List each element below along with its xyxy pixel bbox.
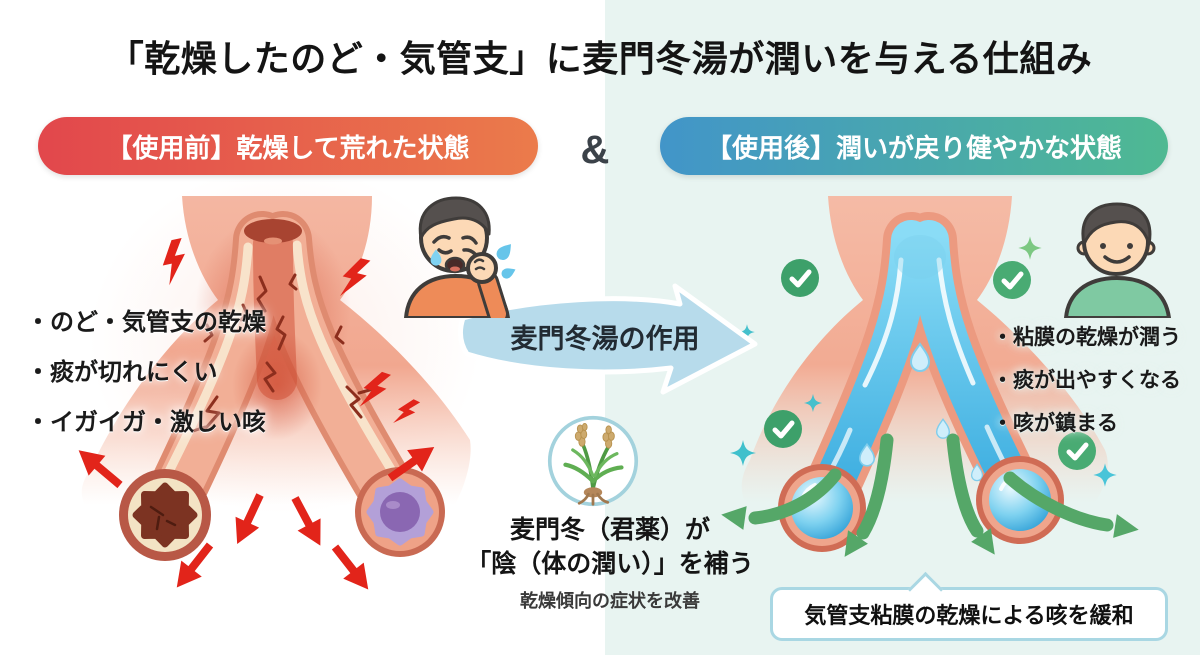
bronchus-cross-section-inflamed [355,467,445,557]
before-symptom-list: ・のど・気管支の乾燥 ・痰が切れにくい ・イガイガ・激しい咳 [26,298,266,448]
roots [577,487,610,506]
dry-bronchi-tubes [136,211,429,544]
dryness-cracks [191,273,375,433]
check-circle-icon [764,259,1096,470]
relief-callout-label: 気管支粘膜の乾燥による咳を緩和 [804,603,1134,628]
page-title: 「乾燥したのど・気管支」に麦門冬湯が潤いを与える仕組み [107,38,1093,79]
benefit-item: ・粘膜の乾燥が潤う [992,326,1181,349]
relief-callout: 気管支粘膜の乾燥による咳を緩和 [770,571,1168,641]
before-banner-label: 【使用前】乾燥して荒れた状態 [106,132,470,163]
bronchus-cross-section-moist-right [976,456,1064,544]
after-benefit-list: ・粘膜の乾燥が潤う ・痰が出やすくなる ・咳が鎮まる [992,316,1181,445]
soothing-arrows [748,433,1114,540]
cough-droplets-icon [496,244,516,279]
coughing-person-icon [404,196,516,318]
dry-throat-illustration [78,196,471,590]
bronchus-cross-section-moist-left [778,464,866,552]
moist-bronchi-tubes [794,212,1048,536]
mechanism-note: 乾燥傾向の症状を改善 [520,591,700,611]
after-banner-label: 【使用後】潤いが戻り健やかな状態 [705,132,1122,163]
lightning-icon [162,237,421,424]
bronchus-cross-section-dry [119,469,211,561]
before-banner: 【使用前】乾燥して荒れた状態 [38,117,538,175]
mechanism-line1: 麦門冬（君薬）が [509,516,710,544]
after-banner: 【使用後】潤いが戻り健やかな状態 [660,117,1168,175]
bakumondo-plant-icon [547,415,639,507]
action-arrow [457,283,758,395]
benefit-item: ・咳が鎮まる [992,412,1118,435]
water-droplet-icon [858,342,984,482]
mechanism-caption: 麦門冬（君薬）が 「陰（体の潤い）」を補う 乾燥傾向の症状を改善 [445,513,775,613]
soothing-arrowheads [721,506,1139,557]
moist-throat-illustration [721,196,1139,618]
irritation-arrows [78,447,435,590]
action-arrow-label: 麦門冬湯の作用 [510,324,700,354]
grain-heads [574,423,615,449]
mouth [244,219,302,245]
symptom-item: ・のど・気管支の乾燥 [26,309,266,336]
symptom-item: ・痰が切れにくい [26,359,218,386]
symptom-item: ・イガイガ・激しい咳 [26,409,266,436]
benefit-item: ・痰が出やすくなる [992,369,1181,392]
healthy-person-icon [1064,202,1171,318]
ampersand-separator: & [580,128,610,172]
mechanism-line2: 「陰（体の潤い）」を補う [466,550,754,578]
